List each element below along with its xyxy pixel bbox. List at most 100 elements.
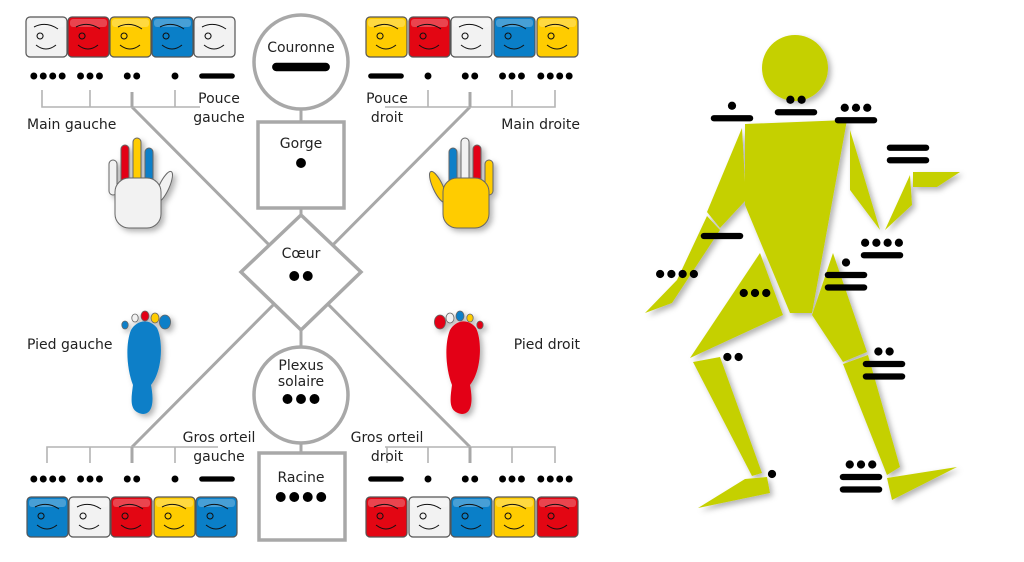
numeral-dot: [77, 475, 85, 483]
figure-right-forearm: [885, 175, 912, 230]
figure-left-upper-arm: [707, 128, 746, 228]
numeral-dot: [546, 72, 554, 80]
gorge-numeral: [296, 158, 306, 168]
maya-numeral: [296, 158, 306, 168]
label-gros-orteil-droit-2: droit: [371, 449, 404, 465]
label-main-gauche: Main gauche: [27, 117, 116, 133]
figure-numeral: [834, 103, 878, 124]
row-numerals: [30, 72, 573, 483]
figure-numeral: [824, 258, 868, 291]
coeur-numeral: [289, 271, 313, 281]
label-pouce-gauche-1: Pouce: [198, 91, 240, 107]
numeral-dot: [872, 238, 881, 247]
numeral-dot: [762, 288, 771, 298]
numeral-dot: [77, 72, 85, 80]
numeral-dot: [499, 72, 507, 80]
maya-numeral: [77, 72, 103, 80]
limb-labels: Main gauche Pouce gauche Pouce droit Mai…: [27, 91, 580, 465]
maya-numeral: [272, 62, 330, 72]
figure-numeral: [767, 469, 777, 479]
maya-numeral: [499, 475, 525, 483]
numeral-bar: [824, 271, 868, 279]
center-coeur: Cœur: [238, 212, 364, 333]
maya-numeral: [30, 475, 66, 483]
plexus-label-line2: solaire: [278, 374, 324, 390]
maya-numeral: [499, 72, 525, 80]
numeral-bar: [774, 109, 818, 116]
maya-numeral: [275, 492, 327, 502]
day-sign-glyph-white: [68, 496, 111, 538]
maya-numeral: [424, 72, 432, 80]
maya-numeral: [30, 72, 66, 80]
numeral-dot: [894, 238, 903, 247]
maya-numeral: [282, 394, 320, 404]
numeral-dot: [49, 72, 57, 80]
numeral-dot: [289, 271, 300, 281]
maya-numeral: [461, 475, 479, 483]
palm: [114, 177, 162, 229]
numeral-bar: [834, 117, 878, 124]
numeral-bar: [886, 157, 930, 164]
figure-numeral: [700, 232, 744, 240]
right-foot-icon: [433, 310, 484, 414]
numeral-dot: [171, 72, 179, 80]
numeral-dot: [797, 95, 806, 104]
numeral-bar: [824, 284, 868, 291]
day-sign-glyph-red: [536, 496, 579, 538]
numeral-dot: [885, 347, 894, 356]
numeral-dot: [95, 475, 103, 483]
numeral-bar: [700, 232, 744, 240]
numeral-dot: [49, 475, 57, 483]
figure-left-forearm: [645, 216, 720, 313]
racine-label: Racine: [277, 470, 324, 486]
numeral-dot: [537, 475, 545, 483]
toe: [131, 313, 139, 323]
numeral-bar: [839, 473, 883, 481]
center-couronne: Couronne: [252, 13, 350, 111]
figure-left-thigh: [690, 253, 783, 358]
numeral-dot: [30, 475, 38, 483]
figure-left-foot: [698, 477, 770, 508]
figure-right-shin: [843, 355, 900, 475]
label-gros-orteil-gauche-2: gauche: [193, 449, 245, 465]
figure-numeral: [656, 269, 698, 279]
numeral-dot: [289, 492, 300, 502]
figure-numeral: [839, 460, 883, 493]
numeral-dot: [296, 394, 306, 404]
label-pouce-droit-1: Pouce: [366, 91, 408, 107]
numeral-dot: [302, 492, 313, 502]
numeral-dot: [58, 475, 66, 483]
toe: [445, 312, 455, 324]
numeral-dot: [508, 475, 516, 483]
day-sign-glyph-white: [408, 496, 451, 538]
label-gros-orteil-gauche-1: Gros orteil: [183, 430, 256, 446]
finger: [108, 159, 118, 196]
couronne-numeral: [272, 62, 330, 72]
coeur-label: Cœur: [282, 246, 321, 262]
label-pouce-droit-2: droit: [371, 110, 404, 126]
day-sign-glyph-white: [25, 16, 68, 58]
label-pied-droit: Pied droit: [514, 337, 581, 353]
day-sign-glyph-white: [193, 16, 236, 58]
numeral-dot: [841, 258, 851, 267]
day-sign-glyph-white: [450, 16, 493, 58]
numeral-dot: [723, 352, 732, 362]
numeral-dot: [656, 269, 665, 279]
figure-right-upper-arm: [850, 130, 880, 230]
day-sign-glyph-red: [67, 16, 110, 58]
maya-numeral: [77, 475, 103, 483]
numeral-dot: [133, 72, 141, 80]
maya-numeral: [123, 475, 141, 483]
day-sign-glyph-blue: [450, 496, 493, 538]
maya-numeral: [424, 475, 432, 483]
maya-numeral: [461, 72, 479, 80]
numeral-dot: [39, 475, 47, 483]
sole: [127, 321, 161, 414]
numeral-dot: [667, 269, 676, 279]
maya-numeral: [171, 72, 179, 80]
numeral-bar: [710, 115, 754, 122]
figure-right-foot: [887, 467, 957, 500]
numeral-dot: [734, 352, 743, 362]
figure-right-thigh: [812, 253, 867, 362]
numeral-dot: [565, 72, 573, 80]
